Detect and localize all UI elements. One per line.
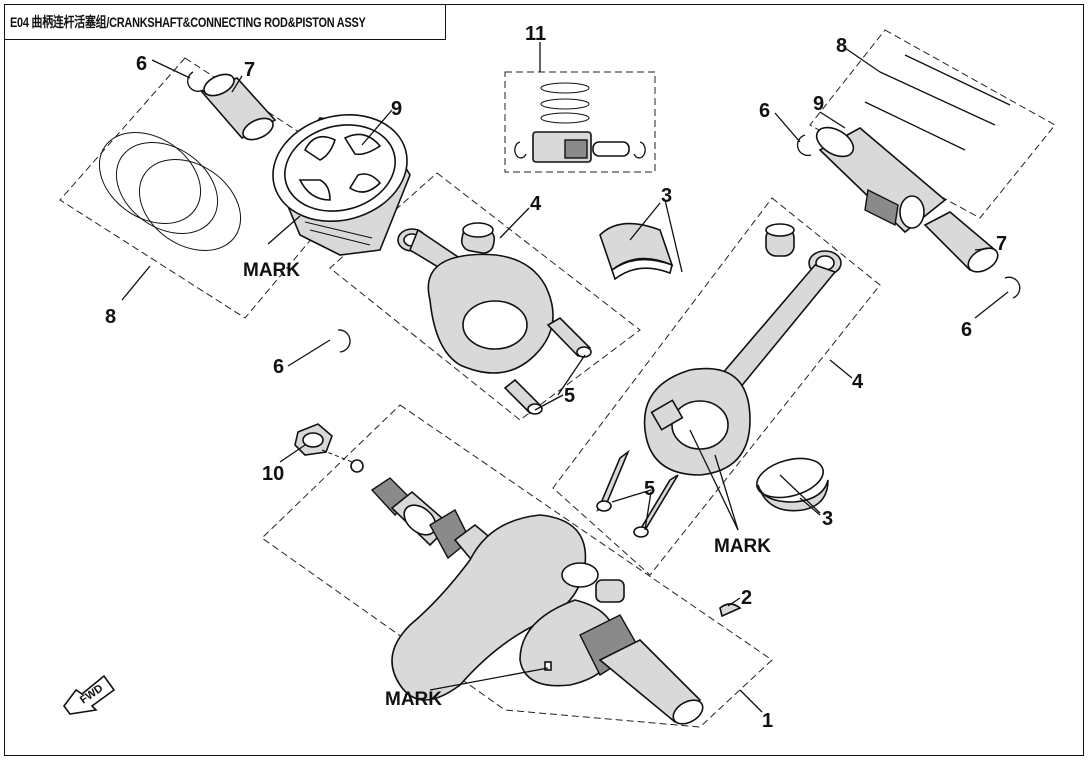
leader-lines — [121, 42, 1009, 713]
callout-9-right: 9 — [813, 93, 824, 115]
piston-rings-left — [98, 132, 242, 251]
callout-8-right: 8 — [836, 35, 847, 57]
piston-ring-group-box-right — [809, 29, 1056, 219]
callout-5-left: 5 — [564, 385, 575, 407]
callout-6-right-top: 6 — [759, 100, 770, 122]
rod-bolts-left — [503, 316, 592, 415]
crankshaft — [370, 477, 704, 725]
callout-5-right: 5 — [644, 478, 655, 500]
woodruff-key — [719, 603, 742, 618]
callout-10: 10 — [262, 463, 284, 485]
piston-right — [815, 126, 947, 234]
callout-2: 2 — [741, 587, 752, 609]
callout-6-top-left: 6 — [136, 53, 147, 75]
piston-pin-assembly-top — [514, 82, 646, 163]
woodruff-ball — [350, 459, 364, 473]
callout-4-right: 4 — [852, 371, 864, 393]
fwd-arrow-icon: FWD — [63, 674, 116, 715]
callout-3-bottom: 3 — [822, 508, 833, 530]
crankshaft-nut — [294, 423, 333, 456]
callout-8-left: 8 — [105, 306, 116, 328]
callout-7-right: 7 — [996, 233, 1007, 255]
callout-11: 11 — [525, 23, 546, 45]
callout-1: 1 — [762, 710, 773, 732]
circlip-left-top — [187, 71, 204, 92]
piston-pin-left — [200, 73, 277, 141]
mark-label-piston: MARK — [243, 260, 300, 281]
callout-6-right-bottom: 6 — [961, 319, 972, 341]
mark-labels: MARK MARK MARK — [243, 260, 771, 710]
circlip-right-bottom — [1004, 276, 1021, 299]
connecting-rod-right — [643, 223, 842, 476]
diagram-frame — [4, 4, 1084, 756]
callout-6-left-bottom: 6 — [273, 356, 284, 378]
connecting-rod-group-box-right — [552, 197, 881, 576]
callout-9-left: 9 — [391, 98, 402, 120]
title-box: E04 曲柄连杆活塞组/CRANKSHAFT&CONNECTING ROD&PI… — [4, 4, 446, 40]
callout-4-left: 4 — [530, 193, 542, 215]
connecting-rod-left — [397, 222, 554, 374]
diagram-title: E04 曲柄连杆活塞组/CRANKSHAFT&CONNECTING ROD&PI… — [10, 13, 366, 30]
mark-label-crankshaft: MARK — [385, 689, 442, 710]
callout-3-top: 3 — [661, 185, 672, 207]
bearing-shell-top — [599, 222, 674, 281]
crankshaft-group-box — [261, 404, 773, 728]
piston-rings-right — [864, 54, 1011, 151]
circlip-right-top — [796, 134, 812, 157]
callout-numbers: 6 7 9 8 11 4 3 6 5 8 9 6 7 6 4 5 3 10 2 … — [105, 23, 1007, 732]
circlip-left-bottom — [337, 329, 351, 353]
callout-7-left: 7 — [244, 59, 255, 81]
bearing-shell-bottom — [756, 457, 829, 512]
mark-label-rod: MARK — [714, 536, 771, 557]
piston-pin-right — [923, 211, 999, 273]
piston-pin-group-box — [504, 71, 656, 173]
piston-left — [272, 113, 411, 256]
